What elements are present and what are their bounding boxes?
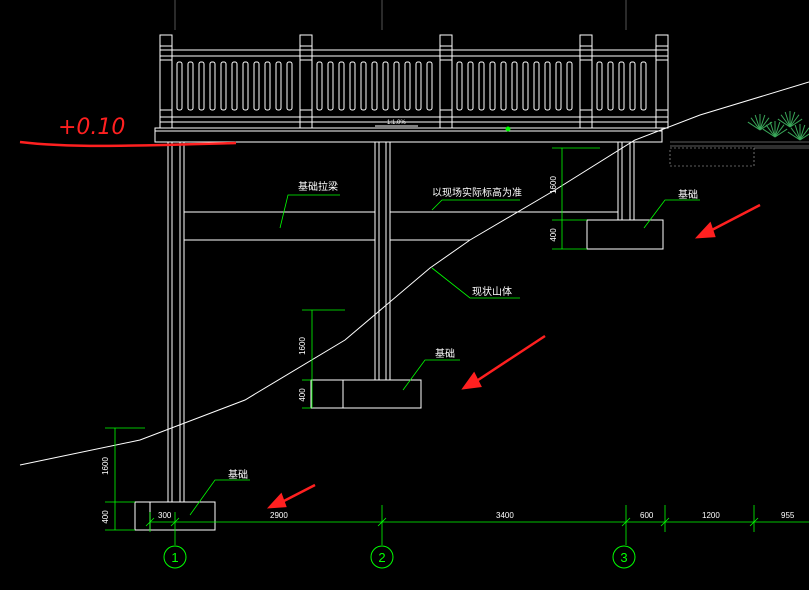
tie-beam-label: 基础拉梁 — [298, 180, 338, 193]
dim-1200: 1200 — [702, 511, 720, 520]
axis-bubbles — [163, 545, 636, 569]
shrub-icon — [747, 111, 809, 141]
tie-beam — [184, 211, 618, 241]
slope-label: 现状山体 — [472, 285, 512, 298]
dim-right-400: 400 — [549, 228, 558, 242]
deck-slab — [154, 125, 663, 143]
ground-hatch — [669, 141, 809, 167]
dim-mid-400: 400 — [298, 388, 307, 402]
foundation-label-1: 基础 — [228, 468, 248, 481]
dim-left-400: 400 — [101, 510, 110, 524]
vertical-dimensions — [105, 147, 600, 531]
horizontal-dimensions — [145, 505, 809, 545]
dim-600: 600 — [640, 511, 654, 520]
dim-mid-1600: 1600 — [298, 337, 307, 355]
foundation-label-2: 基础 — [435, 347, 455, 360]
slope-line — [19, 81, 809, 466]
reference-gridlines — [174, 0, 627, 30]
dim-right-1600: 1600 — [549, 176, 558, 194]
axis-3: 3 — [620, 550, 627, 565]
foundation-label-3: 基础 — [678, 188, 698, 201]
axis-1: 1 — [171, 550, 178, 565]
axis-2: 2 — [378, 550, 385, 565]
dim-3400: 3400 — [496, 511, 514, 520]
dim-2900: 2900 — [270, 511, 288, 520]
dim-left-1600: 1600 — [101, 457, 110, 475]
handwritten-elevation: +0.10 — [58, 115, 125, 140]
foundations — [134, 219, 664, 531]
railing — [159, 34, 669, 129]
red-underline — [19, 140, 237, 148]
dim-955: 955 — [781, 511, 795, 520]
site-note-label: 以现场实际标高为准 — [432, 186, 522, 199]
slab-note: 1:1.0% — [387, 120, 406, 126]
dim-300: 300 — [158, 511, 172, 520]
columns — [167, 142, 635, 502]
red-arrow-icon — [266, 203, 761, 509]
leader-lines — [189, 194, 700, 516]
